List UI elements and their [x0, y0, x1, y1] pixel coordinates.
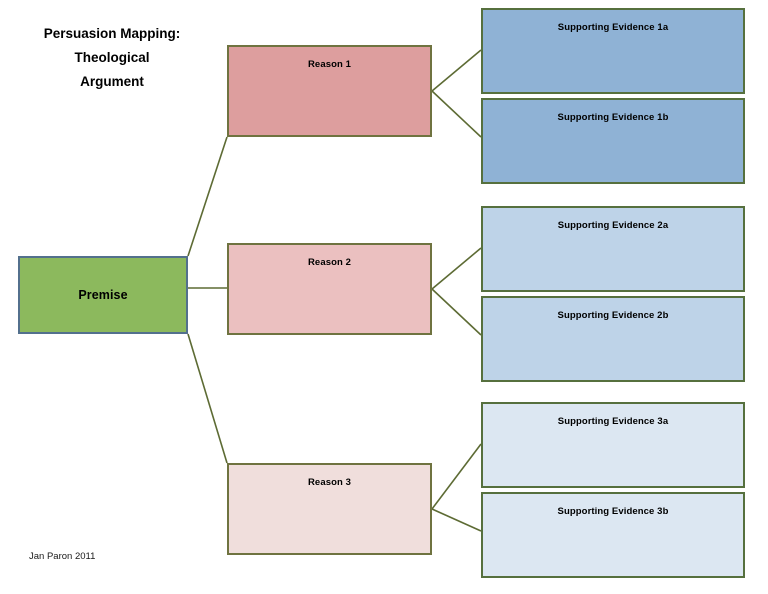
reason-2-to-evidence-2b	[431, 288, 482, 336]
node-evidence-1a[interactable]: Supporting Evidence 1a	[481, 8, 745, 94]
node-reason-2[interactable]: Reason 2	[227, 243, 432, 335]
node-reason-3[interactable]: Reason 3	[227, 463, 432, 555]
node-evidence-3a-label: Supporting Evidence 3a	[557, 416, 669, 427]
node-evidence-1b[interactable]: Supporting Evidence 1b	[481, 98, 745, 184]
reason-1-to-evidence-1a	[431, 49, 482, 92]
node-evidence-1a-label: Supporting Evidence 1a	[557, 22, 669, 33]
premise-to-reason-1	[187, 136, 228, 257]
node-evidence-1b-label: Supporting Evidence 1b	[557, 112, 669, 123]
node-evidence-2b[interactable]: Supporting Evidence 2b	[481, 296, 745, 382]
node-reason-1-label: Reason 1	[307, 59, 352, 70]
title-line-2: Theological	[74, 50, 150, 65]
reason-2-to-evidence-2a	[431, 247, 482, 290]
node-evidence-3b[interactable]: Supporting Evidence 3b	[481, 492, 745, 578]
reason-3-to-evidence-3a	[431, 443, 482, 510]
node-reason-2-label: Reason 2	[307, 257, 352, 268]
title-line-1: Persuasion Mapping:	[43, 26, 181, 41]
node-evidence-3b-label: Supporting Evidence 3b	[557, 506, 669, 517]
reason-3-to-evidence-3b	[431, 508, 482, 532]
node-premise-label: Premise	[78, 287, 128, 302]
premise-to-reason-3	[187, 333, 228, 464]
node-reason-3-label: Reason 3	[307, 477, 352, 488]
page-title: Persuasion Mapping: Theological Argument	[12, 22, 212, 94]
node-evidence-2a-label: Supporting Evidence 2a	[557, 220, 669, 231]
title-line-3: Argument	[80, 74, 144, 89]
reason-1-to-evidence-1b	[431, 90, 482, 138]
node-evidence-3a[interactable]: Supporting Evidence 3a	[481, 402, 745, 488]
credit-text: Jan Paron 2011	[29, 551, 96, 562]
node-evidence-2b-label: Supporting Evidence 2b	[557, 310, 669, 321]
node-evidence-2a[interactable]: Supporting Evidence 2a	[481, 206, 745, 292]
node-premise[interactable]: Premise	[18, 256, 188, 334]
node-reason-1[interactable]: Reason 1	[227, 45, 432, 137]
